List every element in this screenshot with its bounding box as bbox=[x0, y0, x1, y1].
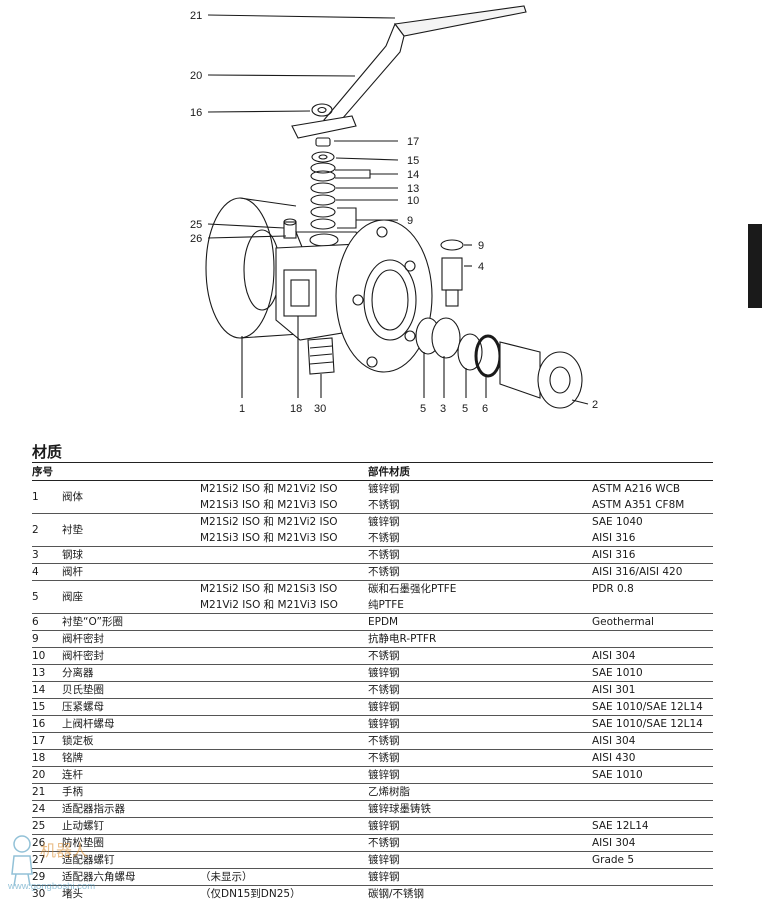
section-title: 材质 bbox=[32, 443, 63, 461]
table-header-row: 序号 部件材质 bbox=[32, 462, 713, 481]
callout-15: 15 bbox=[407, 155, 419, 167]
header-material: 部件材质 bbox=[368, 462, 713, 481]
callout-16: 16 bbox=[190, 107, 202, 119]
callout-3: 3 bbox=[440, 403, 446, 415]
callout-18: 18 bbox=[290, 403, 302, 415]
callout-9-seal: 9 bbox=[478, 240, 484, 252]
callout-20: 20 bbox=[190, 70, 202, 82]
exploded-view-drawing: 21 20 16 17 15 14 13 10 9 25 26 9 4 1 18… bbox=[190, 5, 598, 415]
callout-5-left: 5 bbox=[420, 403, 426, 415]
callout-21: 21 bbox=[190, 10, 202, 22]
watermark-url: www.gongboshi.com bbox=[7, 881, 95, 892]
callout-6: 6 bbox=[482, 403, 488, 415]
callout-14: 14 bbox=[407, 169, 419, 181]
watermark-logo: 机器人 www.gongboshi.com bbox=[7, 835, 95, 892]
callout-13: 13 bbox=[407, 183, 419, 195]
callout-25: 25 bbox=[190, 219, 202, 231]
callout-2: 2 bbox=[592, 399, 598, 411]
callout-26: 26 bbox=[190, 233, 202, 245]
callout-5-right: 5 bbox=[462, 403, 468, 415]
callout-17: 17 bbox=[407, 136, 419, 148]
callout-9-stem-seal: 9 bbox=[407, 215, 413, 227]
header-item-no: 序号 bbox=[32, 462, 368, 481]
callout-1: 1 bbox=[239, 403, 245, 415]
callout-30: 30 bbox=[314, 403, 326, 415]
callout-4: 4 bbox=[478, 261, 484, 273]
watermark-title: 机器人 bbox=[40, 841, 88, 860]
callout-10: 10 bbox=[407, 195, 419, 207]
chapter-tab bbox=[748, 224, 762, 308]
